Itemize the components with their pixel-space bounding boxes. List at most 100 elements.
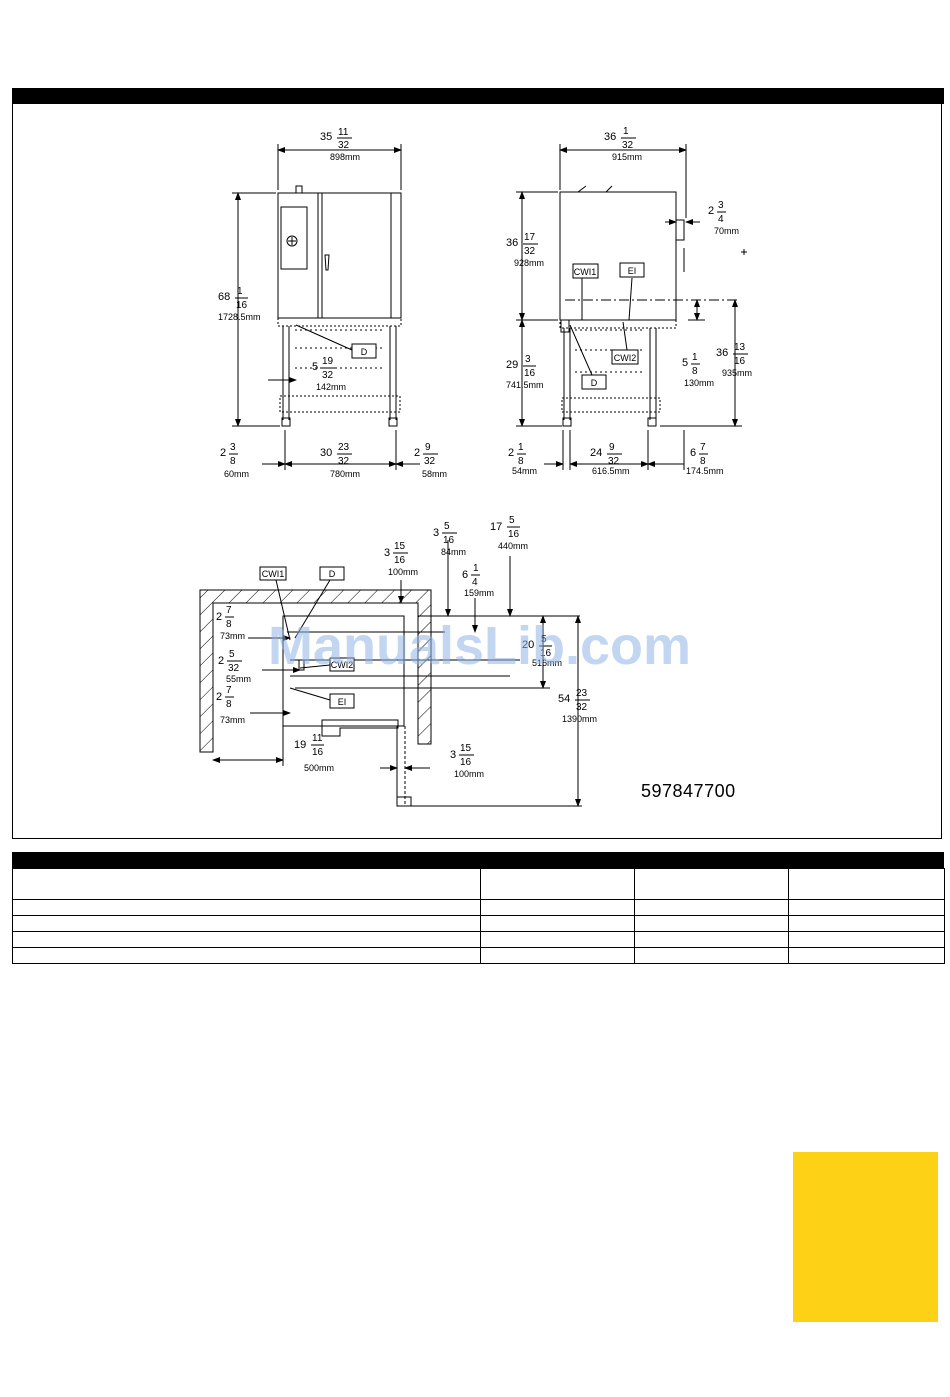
- svg-text:15: 15: [394, 541, 406, 552]
- svg-text:8: 8: [230, 456, 236, 467]
- svg-text:1: 1: [623, 126, 629, 137]
- svg-text:16: 16: [443, 535, 455, 546]
- svg-text:7: 7: [226, 685, 232, 696]
- svg-text:20: 20: [522, 639, 534, 651]
- table-cell: [788, 947, 945, 964]
- svg-text:6: 6: [690, 447, 696, 459]
- table-header-row: [12, 868, 945, 900]
- svg-text:516mm: 516mm: [532, 658, 562, 668]
- svg-text:9: 9: [609, 442, 615, 453]
- front-left-leg-dim: 2 3 8 60mm: [220, 442, 249, 479]
- svg-text:2: 2: [508, 447, 514, 459]
- document-number: 597847700: [641, 781, 736, 801]
- svg-text:1390mm: 1390mm: [562, 714, 597, 724]
- svg-text:23: 23: [576, 688, 588, 699]
- svg-text:3: 3: [450, 749, 456, 761]
- table-cell: [634, 868, 789, 900]
- svg-text:5: 5: [682, 357, 688, 369]
- plan-cwi-offset-dim: 3 5 16 84mm: [433, 521, 466, 557]
- table-cell: [480, 931, 635, 948]
- side-d-label: D: [591, 378, 598, 388]
- table-cell: [480, 915, 635, 932]
- svg-text:16: 16: [460, 757, 472, 768]
- side-body-height-dim: 36 17 32 928mm: [506, 232, 544, 268]
- side-cwi2-label-box: [611, 349, 639, 365]
- table-cell: [788, 868, 945, 900]
- svg-text:36: 36: [604, 131, 616, 143]
- svg-text:616.5mm: 616.5mm: [592, 466, 630, 476]
- table-cell: [634, 915, 789, 932]
- plan-total-depth-dim: 54 23 32 1390mm: [558, 688, 597, 724]
- svg-text:15: 15: [460, 743, 472, 754]
- plan-row3-dim: 2 7 8 73mm: [216, 685, 245, 725]
- svg-text:54mm: 54mm: [512, 466, 537, 476]
- plan-cwi1-label-box: [259, 566, 287, 581]
- side-view: [516, 144, 747, 470]
- svg-text:741.5mm: 741.5mm: [506, 380, 544, 390]
- table-cell: [12, 915, 481, 932]
- svg-text:100mm: 100mm: [388, 567, 418, 577]
- svg-text:68: 68: [218, 291, 230, 303]
- svg-text:32: 32: [622, 140, 634, 151]
- svg-text:32: 32: [576, 702, 588, 713]
- svg-text:29: 29: [506, 359, 518, 371]
- svg-text:3: 3: [525, 354, 531, 365]
- table-cell: [634, 899, 789, 916]
- front-d-label-box: [351, 343, 377, 359]
- svg-text:30: 30: [320, 447, 332, 459]
- svg-text:24: 24: [590, 447, 602, 459]
- svg-text:16: 16: [236, 300, 248, 311]
- svg-text:32: 32: [608, 456, 620, 467]
- plan-cwi2-label-box: [329, 657, 355, 672]
- svg-text:8: 8: [518, 456, 524, 467]
- svg-text:1: 1: [692, 352, 698, 363]
- plan-row2-dim: 2 5 32 55mm: [218, 649, 251, 684]
- table-cell: [788, 899, 945, 916]
- plan-row1-dim: 2 7 8 73mm: [216, 605, 245, 641]
- svg-text:32: 32: [338, 456, 350, 467]
- front-right-leg-dim: 2 9 32 58mm: [414, 442, 447, 479]
- svg-text:3: 3: [230, 442, 236, 453]
- svg-text:13: 13: [734, 342, 746, 353]
- side-ei-label: EI: [628, 266, 637, 276]
- side-cwi1-label: CWI1: [574, 267, 597, 277]
- svg-text:16: 16: [508, 529, 520, 540]
- svg-text:32: 32: [338, 140, 350, 151]
- svg-text:16: 16: [524, 368, 536, 379]
- side-stand-height-dim: 29 3 16 741.5mm: [506, 354, 544, 390]
- front-d-label: D: [361, 347, 368, 357]
- side-handle-dim: 2 3 4 70mm: [708, 200, 739, 236]
- svg-text:36: 36: [506, 237, 518, 249]
- svg-text:2: 2: [708, 205, 714, 217]
- svg-text:16: 16: [312, 747, 324, 758]
- side-d-label-box: [581, 374, 607, 390]
- table-cell: [12, 947, 481, 964]
- svg-text:5: 5: [444, 521, 450, 532]
- svg-text:19: 19: [294, 739, 306, 751]
- svg-text:8: 8: [692, 366, 698, 377]
- plan-ei-offset-dim: 6 1 4 159mm: [462, 563, 494, 598]
- svg-text:73mm: 73mm: [220, 631, 245, 641]
- svg-text:142mm: 142mm: [316, 382, 346, 392]
- table-cell: [12, 868, 481, 900]
- svg-text:898mm: 898mm: [330, 152, 360, 162]
- table-row: [12, 931, 945, 948]
- svg-text:16: 16: [540, 648, 552, 659]
- svg-text:4: 4: [472, 577, 478, 588]
- yellow-corner-tab: [793, 1152, 938, 1322]
- side-cwi2-label: CWI2: [614, 353, 637, 363]
- svg-text:6: 6: [462, 569, 468, 581]
- svg-text:928mm: 928mm: [514, 258, 544, 268]
- svg-text:2: 2: [414, 447, 420, 459]
- table-cell: [634, 931, 789, 948]
- front-width-dim: 35 11 32 898mm: [320, 127, 360, 162]
- svg-text:55mm: 55mm: [226, 674, 251, 684]
- side-front-leg-dim: 2 1 8 54mm: [508, 442, 537, 476]
- table-cell: [12, 899, 481, 916]
- plan-view: [199, 540, 582, 807]
- svg-text:7: 7: [700, 442, 706, 453]
- watermark: ManualsLib.com: [268, 616, 691, 676]
- svg-text:9: 9: [425, 442, 431, 453]
- plan-ei-label-box: [329, 693, 355, 709]
- side-connection-height-dim: 5 1 8 130mm: [682, 352, 714, 388]
